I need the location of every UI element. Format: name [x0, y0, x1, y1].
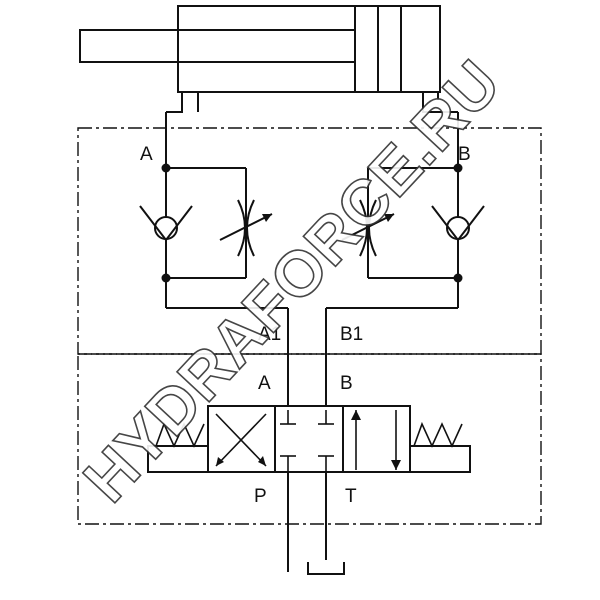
port-a-fitting	[166, 92, 183, 113]
cylinder-ports	[166, 92, 458, 113]
right-flow-control	[325, 112, 485, 410]
valve-left-cross-2	[215, 413, 267, 467]
left-solenoid	[147, 445, 209, 473]
piston-rod-end	[79, 29, 179, 63]
label-port-a1: A1	[258, 324, 281, 345]
label-port-p: P	[254, 486, 267, 507]
directional-valve-module-outline	[77, 353, 542, 525]
directional-valve	[147, 405, 471, 473]
junction-dot	[161, 273, 171, 283]
label-port-a: A	[140, 144, 153, 165]
left-check-valve-seat	[139, 205, 193, 242]
right-throttle-arrowhead	[384, 214, 394, 222]
left-check-valve-ball	[154, 216, 178, 240]
right-solenoid	[409, 445, 471, 473]
left-throttle-arc-2	[246, 199, 255, 257]
label-port-b: B	[458, 144, 471, 165]
label-port-b1: B1	[340, 324, 363, 345]
cylinder-barrel	[177, 5, 441, 93]
right-throttle-adjust-arrow	[341, 213, 395, 241]
arrowhead	[351, 410, 361, 420]
left-throttle-arrowhead	[262, 214, 272, 222]
label-port-t: T	[345, 486, 357, 507]
label-valve-port-b: B	[340, 373, 353, 394]
left-flow-control	[139, 112, 289, 410]
left-spring	[155, 421, 205, 448]
arrowhead	[391, 460, 401, 470]
label-valve-port-a: A	[258, 373, 271, 394]
tank-symbol	[307, 562, 345, 575]
port-b-fitting	[422, 92, 458, 113]
right-check-valve-seat	[431, 205, 485, 242]
hydraulic-cylinder	[79, 5, 441, 93]
right-check-valve-ball	[446, 216, 470, 240]
right-spring	[413, 421, 463, 448]
junction-dot	[453, 163, 463, 173]
arrowhead	[216, 457, 224, 466]
valve-body	[207, 405, 411, 473]
right-throttle-arc-2	[368, 199, 377, 257]
junction-dot	[453, 273, 463, 283]
arrowhead	[258, 456, 266, 466]
junction-dot	[161, 163, 171, 173]
left-throttle-adjust-arrow	[219, 213, 273, 241]
supply-return-lines	[287, 472, 345, 575]
